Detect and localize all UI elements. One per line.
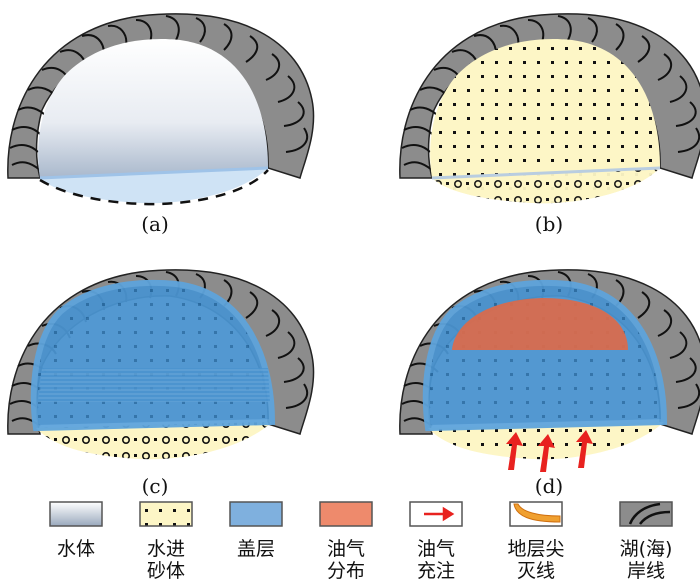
legend-swatch-oil-gas-distribution — [319, 501, 373, 527]
legend-shoreline-icon — [628, 502, 671, 525]
oil-charging-arrows — [506, 430, 593, 472]
legend-label-shoreline: 湖(海)岸线 — [619, 538, 673, 582]
legend-label-water: 水体 — [56, 538, 95, 560]
water-body — [38, 39, 268, 178]
legend-swatch-shoreline — [619, 501, 673, 527]
panel-c — [7, 269, 315, 460]
legend-label-oil-gas-distribution: 油气分布 — [326, 538, 365, 582]
transgressive-sand-body — [430, 39, 660, 204]
transgressive-sand-body — [36, 422, 272, 460]
panel-caption-c: (c) — [141, 474, 169, 498]
legend-label-oil-gas-charging: 油气充注 — [416, 538, 455, 582]
panel-b — [399, 13, 700, 204]
oil-gas-accumulation — [452, 298, 628, 350]
legend-arrow-icon — [424, 506, 455, 522]
caprock-laminae — [38, 368, 270, 402]
legend-swatch-transgressive-sand — [139, 501, 193, 527]
legend-swatches — [49, 501, 673, 527]
legend-swatch-caprock — [229, 501, 283, 527]
rock-bedding-lines — [401, 15, 700, 171]
legend-swatch-water — [49, 501, 103, 527]
panel-caption-a: (a) — [141, 212, 169, 236]
panel-caption-b: (b) — [534, 212, 564, 236]
rock-bedding-lines — [9, 15, 309, 171]
pinchout-line — [39, 166, 269, 180]
legend-label-caprock: 盖层 — [236, 538, 275, 560]
panel-d — [399, 269, 700, 472]
legend-label-stratigraphic-pinchout: 地层尖灭线 — [507, 538, 565, 582]
legend-label-transgressive-sand: 水进砂体 — [146, 538, 185, 582]
pinchout-line — [431, 166, 661, 180]
legend-pinchout-icon — [513, 503, 561, 523]
panel-a — [7, 13, 315, 206]
panel-caption-d: (d) — [534, 474, 564, 498]
